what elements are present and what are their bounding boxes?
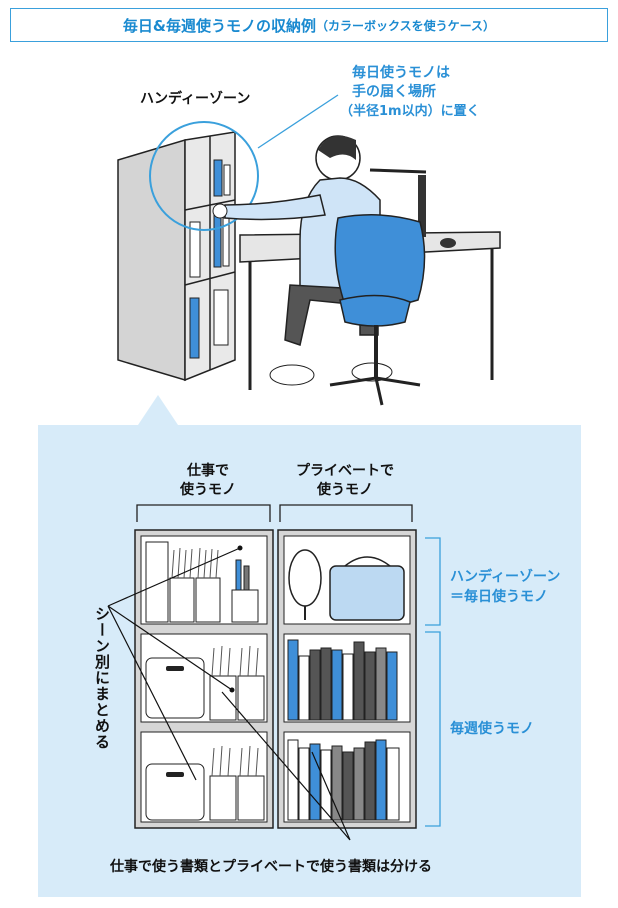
handy-zone-label: ハンディーゾーン xyxy=(450,569,561,585)
slipper-right xyxy=(351,362,393,382)
tall-file-box xyxy=(145,541,169,623)
cosmetics-bag xyxy=(329,565,405,621)
col-work-line1: 仕事で xyxy=(187,463,229,479)
daily-items-label: ＝毎日使うモノ xyxy=(450,589,548,605)
storage-bin-bottom xyxy=(145,763,205,821)
chair-back xyxy=(334,214,426,309)
panel-pointer xyxy=(138,395,178,425)
mouse xyxy=(440,238,456,248)
handy-zone-label-top: ハンディーゾーン xyxy=(140,91,251,107)
bottom-caption: 仕事で使う書類とプライベートで使う書類は分ける xyxy=(110,859,432,875)
books-middle xyxy=(287,639,398,721)
scene-pointer-lines xyxy=(107,547,241,781)
title-banner: 毎日&毎週使うモノの収納例 （カラーボックスを使うケース） xyxy=(10,8,608,42)
callout-line-2: 手の届く場所 xyxy=(352,84,436,100)
col-private-line1: プライベートで xyxy=(296,463,394,479)
chair-base xyxy=(329,376,421,406)
handy-zone-bracket xyxy=(425,537,441,626)
storage-bin xyxy=(145,657,205,719)
mirror xyxy=(288,549,322,607)
title-main: 毎日&毎週使うモノの収納例 xyxy=(122,16,317,35)
weekly-items-label: 毎週使うモノ xyxy=(450,721,534,737)
col-work-line2: 使うモノ xyxy=(180,482,236,498)
slipper-left xyxy=(269,364,315,386)
monitor-stand xyxy=(418,175,426,237)
callout-pointer-line xyxy=(257,94,339,149)
callout-line-1: 毎日使うモノは xyxy=(352,65,450,81)
person-arm xyxy=(224,194,326,221)
title-sub: （カラーボックスを使うケース） xyxy=(316,18,496,33)
books-bottom xyxy=(287,739,400,821)
private-column-bracket xyxy=(279,504,413,522)
handy-zone-circle xyxy=(149,121,259,231)
col-private-line2: 使うモノ xyxy=(317,482,373,498)
callout-line-3: （半径1m以内）に置く xyxy=(340,104,480,119)
chair-seat xyxy=(339,294,411,327)
file-stands-top xyxy=(169,547,221,623)
person-at-desk-illustration xyxy=(117,94,501,406)
weekly-bracket xyxy=(425,631,441,827)
pen-cup xyxy=(231,589,259,623)
scene-group-label: シーン別にまとめる xyxy=(93,606,111,750)
work-column-bracket xyxy=(136,504,271,522)
caption-pointer-lines xyxy=(221,691,351,841)
